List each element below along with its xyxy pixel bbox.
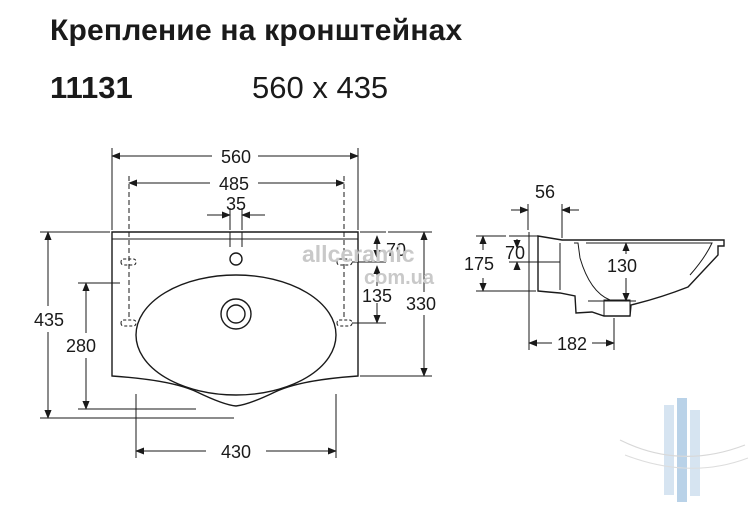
dim-rim-depth: 56 bbox=[535, 182, 555, 202]
drain-profile bbox=[603, 299, 631, 317]
basin-profile bbox=[537, 235, 725, 317]
dim-bowl-depth: 280 bbox=[66, 336, 96, 356]
dim-tap-hole-width: 35 bbox=[226, 194, 246, 214]
dim-bracket-spacing: 485 bbox=[219, 174, 249, 194]
dim-bracket-area-height: 330 bbox=[406, 294, 436, 314]
watermark-line1: allceramic bbox=[302, 241, 415, 267]
dim-wall-depth: 182 bbox=[557, 334, 587, 354]
side-dimensions bbox=[476, 204, 636, 350]
drain-inner bbox=[226, 304, 246, 324]
dim-overall-height: 175 bbox=[464, 254, 494, 274]
watermark-logo-icon bbox=[619, 398, 749, 502]
product-size: 560 x 435 bbox=[252, 70, 389, 105]
dim-bowl-height: 130 bbox=[607, 256, 637, 276]
front-dimensions bbox=[40, 148, 432, 458]
tap-hole bbox=[229, 252, 243, 266]
dim-width-overall: 560 bbox=[221, 147, 251, 167]
dim-depth-overall: 435 bbox=[34, 310, 64, 330]
basin-outline bbox=[111, 231, 359, 407]
dim-bottom-width: 430 bbox=[221, 442, 251, 462]
side-view bbox=[528, 232, 725, 350]
watermark-line2: com.ua bbox=[364, 267, 435, 289]
page-title: Крепление на кронштейнах bbox=[50, 14, 463, 47]
model-number: 11131 bbox=[50, 70, 133, 105]
bracket-slots bbox=[120, 258, 353, 327]
dim-bracket-vertical: 135 bbox=[362, 286, 392, 306]
dim-rim-height: 70 bbox=[505, 243, 525, 263]
front-view bbox=[111, 231, 359, 407]
drain-outer bbox=[220, 298, 252, 330]
bowl bbox=[135, 274, 337, 396]
dim-bracket-to-top: 70 bbox=[386, 240, 406, 260]
